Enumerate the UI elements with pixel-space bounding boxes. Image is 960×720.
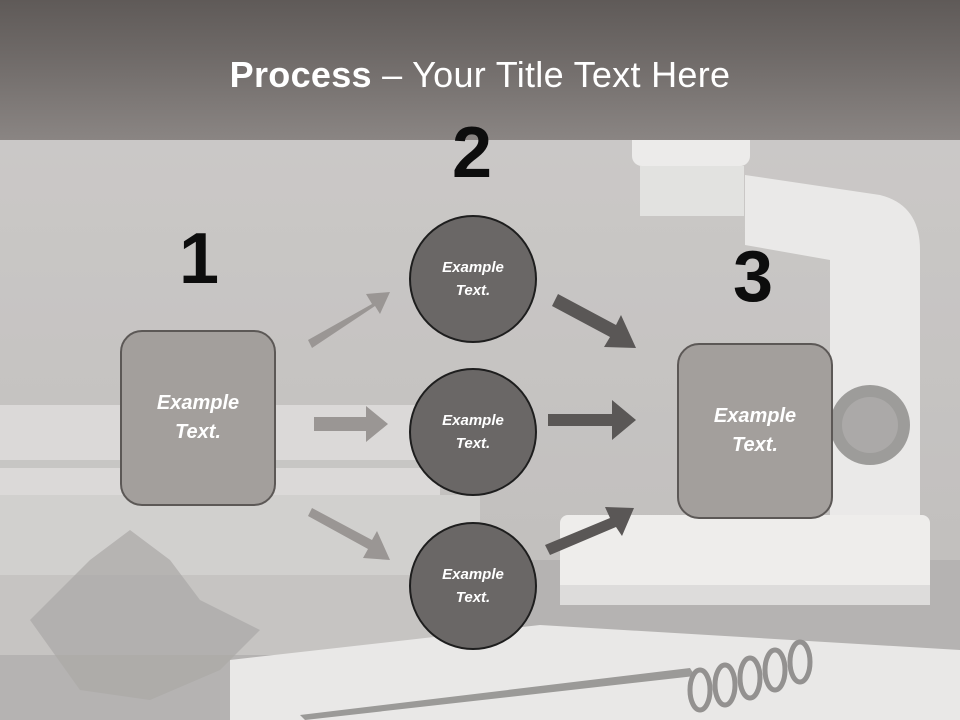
step-1-text: Example Text. (156, 392, 240, 443)
arrow-1-to-2-top (308, 292, 390, 348)
title-rest: – Your Title Text Here (371, 54, 731, 95)
step-2-circle-bottom: Example Text. (409, 522, 537, 650)
slide-title: Process – Your Title Text Here (0, 54, 960, 96)
arrow-1-to-2-bottom (308, 508, 390, 560)
title-band (0, 0, 960, 140)
arrow-2-to-3-top (552, 294, 636, 348)
arrow-1-to-2-middle (314, 406, 388, 442)
step-2-circle-top: Example Text. (409, 215, 537, 343)
step-2-text-middle: Example Text. (442, 412, 504, 452)
step-number-2: 2 (451, 113, 493, 193)
step-2-text-top: Example Text. (442, 259, 504, 299)
step-3-text: Example Text. (713, 405, 797, 456)
arrow-2-to-3-middle (548, 400, 636, 440)
step-3-box: Example Text. (677, 343, 833, 519)
step-number-3: 3 (732, 237, 774, 317)
arrow-2-to-3-bottom (545, 507, 634, 555)
step-1-box: Example Text. (120, 330, 276, 506)
step-2-circle-middle: Example Text. (409, 368, 537, 496)
step-number-1: 1 (178, 219, 220, 299)
title-bold: Process (229, 54, 372, 95)
step-2-text-bottom: Example Text. (442, 566, 504, 606)
